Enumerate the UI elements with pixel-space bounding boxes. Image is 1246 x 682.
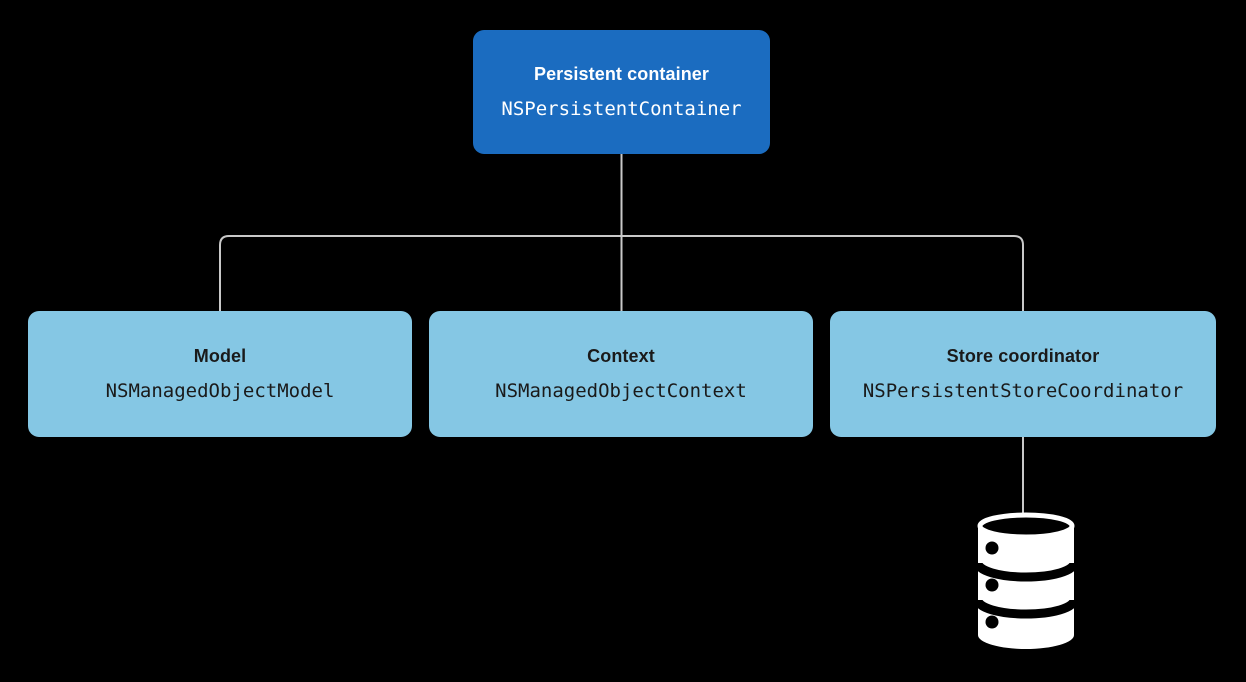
node-class-name: NSPersistentContainer xyxy=(501,98,742,120)
node-class-name: NSPersistentStoreCoordinator xyxy=(862,380,1184,402)
node-title: Context xyxy=(587,346,655,366)
node-model: Model NSManagedObjectModel xyxy=(28,311,412,437)
node-title: Store coordinator xyxy=(946,346,1100,366)
node-context: Context NSManagedObjectContext xyxy=(429,311,813,437)
node-persistent-container: Persistent container NSPersistentContain… xyxy=(473,30,770,154)
node-class-name: NSManagedObjectContext xyxy=(495,380,747,402)
database-dot xyxy=(985,578,999,592)
database-separator xyxy=(973,562,1079,582)
database-body xyxy=(978,526,1074,649)
node-title: Persistent container xyxy=(533,64,710,84)
node-class-name: NSManagedObjectModel xyxy=(105,380,335,402)
database-icon xyxy=(973,512,1079,649)
database-separator xyxy=(973,599,1079,619)
database-dot xyxy=(985,541,999,555)
database-dot xyxy=(985,615,999,629)
database-top-rim xyxy=(977,512,1075,540)
node-title: Model xyxy=(193,346,247,366)
node-store-coordinator: Store coordinator NSPersistentStoreCoord… xyxy=(830,311,1216,437)
connector-bus xyxy=(219,235,1024,311)
